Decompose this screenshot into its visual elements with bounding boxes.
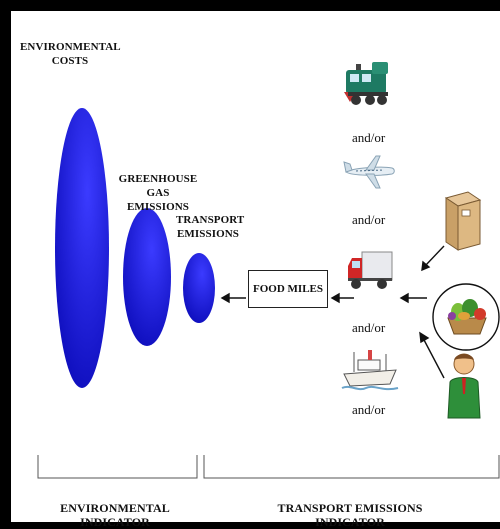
environmental-costs-line1: ENVIRONMENTAL <box>20 41 121 53</box>
person-icon <box>447 353 481 419</box>
arrow-box-to-truck <box>421 245 445 272</box>
arrow-basket-to-truck <box>399 292 427 304</box>
transport-emissions-ellipse <box>183 253 215 323</box>
transport-emissions-line1: TRANSPORT <box>176 214 245 226</box>
transport-indicator-bracket <box>203 455 500 479</box>
greenhouse-gas-label: GREENHOUSE GAS EMISSIONS <box>108 172 208 214</box>
transport-emissions-label: TRANSPORT EMISSIONS <box>176 213 245 241</box>
arrow-truck-to-foodmiles <box>330 292 354 304</box>
ship-icon <box>341 350 399 391</box>
andor-connector-1: and/or <box>352 130 386 145</box>
train-icon <box>344 62 388 105</box>
airplane-icon <box>343 155 395 189</box>
transport-emissions-indicator-label: TRANSPORT EMISSIONS INDICATOR <box>277 501 423 529</box>
environmental-costs-label: ENVIRONMENTAL COSTS <box>20 40 121 68</box>
andor-connector-2: and/or <box>352 212 386 227</box>
box-icon <box>444 191 482 251</box>
environmental-costs-ellipse <box>55 108 109 388</box>
andor-connector-3: and/or <box>352 320 386 335</box>
greenhouse-gas-line1: GREENHOUSE GAS <box>118 173 198 199</box>
greenhouse-gas-line2: EMISSIONS <box>126 201 190 213</box>
arrow-person-to-truck <box>419 331 445 379</box>
truck-icon <box>348 251 393 289</box>
basket-circle <box>432 283 500 351</box>
food-basket-icon <box>447 299 487 335</box>
arrow-foodmiles-to-transport <box>220 292 246 304</box>
greenhouse-gas-ellipse <box>123 208 171 346</box>
environmental-indicator-bracket <box>37 455 198 479</box>
andor-connector-4: and/or <box>352 402 386 417</box>
environmental-indicator-label: ENVIRONMENTAL INDICATOR <box>60 501 170 529</box>
food-miles-box: FOOD MILES <box>248 270 328 308</box>
transport-emissions-line2: EMISSIONS <box>176 228 240 240</box>
environmental-costs-line2: COSTS <box>51 55 89 67</box>
food-miles-label: FOOD MILES <box>253 283 323 295</box>
